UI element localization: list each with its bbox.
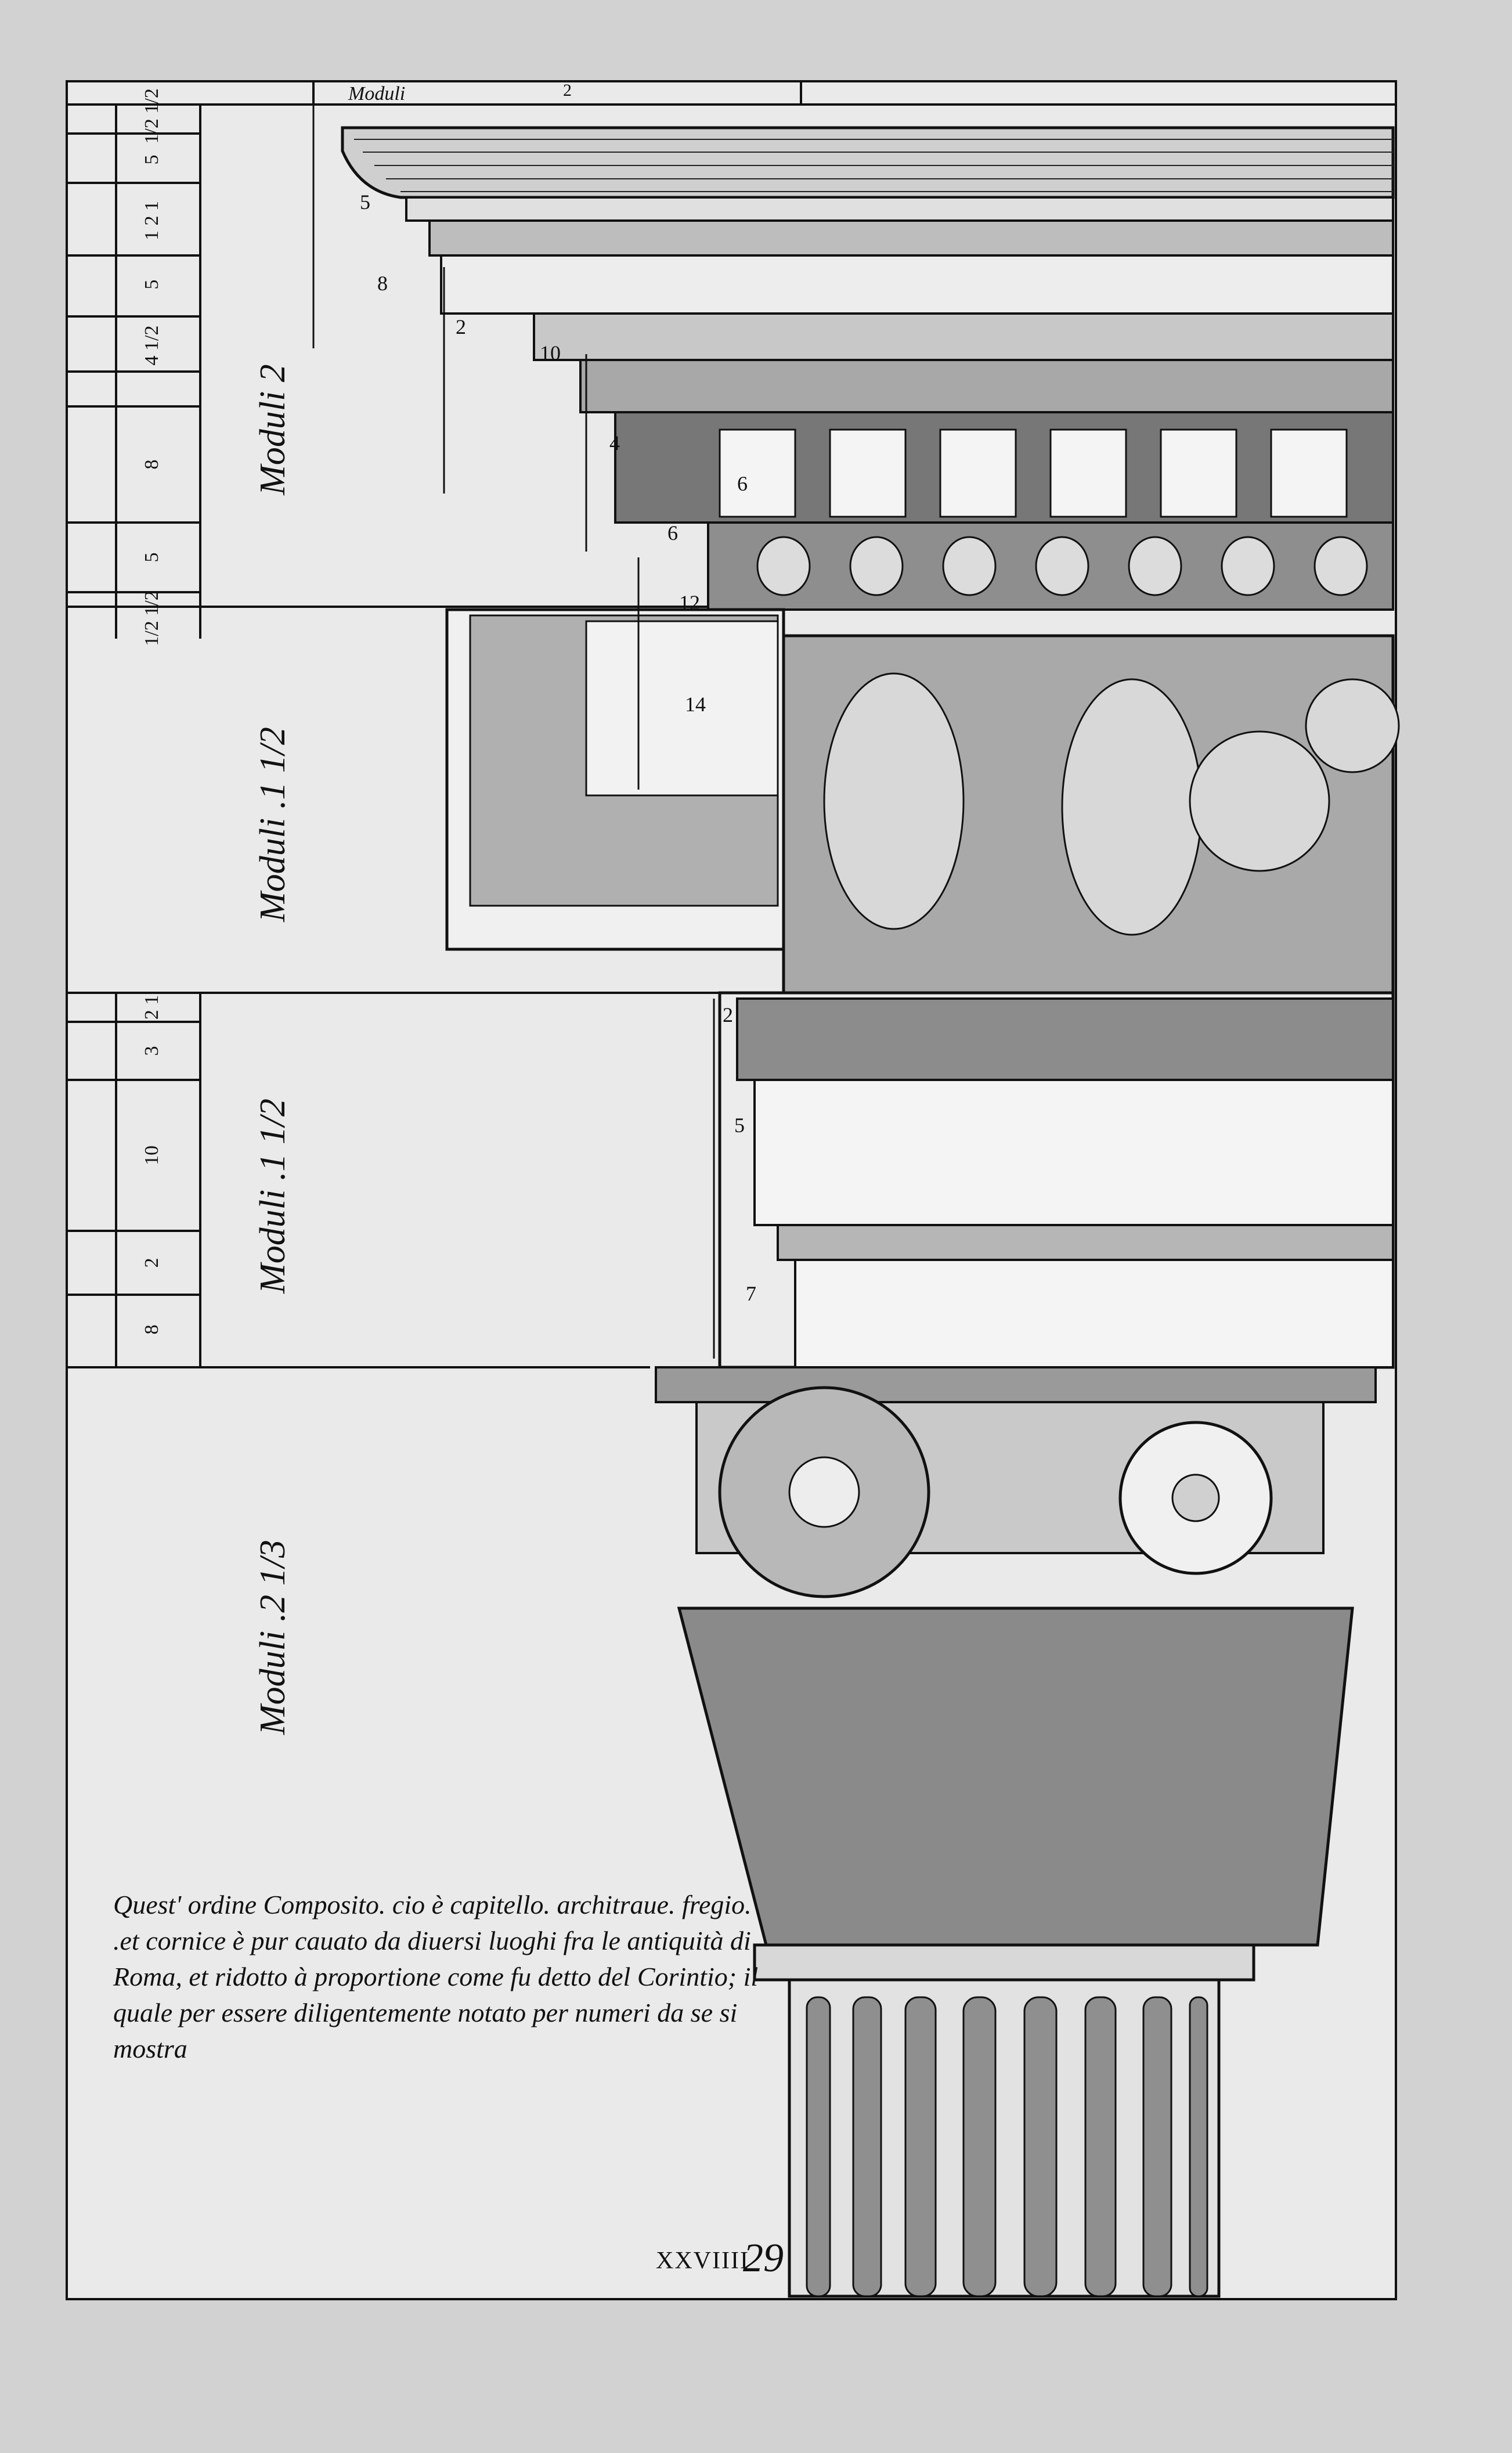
plate-frame xyxy=(66,80,1397,2300)
measure-label-11: 7 xyxy=(746,1282,756,1305)
measure-label-5: 6 xyxy=(737,472,748,495)
scale-cornice-3: 5 xyxy=(141,280,163,290)
capital xyxy=(655,1366,1377,1982)
measure-label-9: 2 xyxy=(723,1003,733,1026)
side-label-capital: Moduli .2 1/3 xyxy=(253,1540,293,1735)
measure-label-4: 4 xyxy=(609,431,620,455)
measure-label-2: 2 xyxy=(456,315,466,338)
cornice xyxy=(341,126,1395,611)
cornice-ornament-band xyxy=(428,219,1394,257)
side-label-frieze: Moduli .1 1/2 xyxy=(253,727,293,923)
scale-cornice-1: 5 xyxy=(141,155,163,165)
scale-architrave-3: 2 xyxy=(141,1258,163,1268)
scale-cornice-0: 1/2 1/2 xyxy=(141,88,163,143)
header-number: 2 xyxy=(563,81,572,100)
side-label-architrave: Moduli .1 1/2 xyxy=(253,1098,293,1294)
scale-architrave-2: 10 xyxy=(141,1146,163,1165)
plate-number: XXVIIII xyxy=(656,2247,749,2274)
caption-line: Roma, et ridotto à proportione come fu d… xyxy=(113,1962,759,1991)
measure-label-10: 5 xyxy=(734,1114,745,1137)
measure-label-7: 12 xyxy=(679,591,700,614)
measure-label-6: 6 xyxy=(667,521,678,545)
scale-architrave-1: 3 xyxy=(141,1046,163,1056)
soffit-profile xyxy=(445,608,806,951)
measure-label-1: 8 xyxy=(377,272,388,295)
leaf-molding xyxy=(579,359,1394,413)
scale-architrave-4: 8 xyxy=(141,1325,163,1335)
side-label-cornice: Moduli 2 xyxy=(253,364,293,496)
caption-line: Quest' ordine Composito. cio è capitello… xyxy=(113,1890,752,1919)
acanthus-leaves xyxy=(677,1606,1354,1947)
header-label: Moduli xyxy=(348,83,405,105)
caption-text: Quest' ordine Composito. cio è capitello… xyxy=(113,1887,759,2067)
scale-cornice-7: 1/2 1/2 xyxy=(141,590,163,646)
measure-label-8: 14 xyxy=(685,693,706,716)
astragal xyxy=(753,1943,1255,1982)
frieze xyxy=(782,634,1400,995)
scale-cornice-2: 1 2 1 xyxy=(141,201,163,240)
caption-line: .et cornice è pur cauato da diuersi luog… xyxy=(113,1926,751,1955)
measure-label-3: 10 xyxy=(540,341,561,365)
column-shaft xyxy=(788,1978,1221,2298)
measure-label-0: 5 xyxy=(360,190,370,214)
scale-cornice-6: 5 xyxy=(141,553,163,563)
scale-cornice-4: 4 1/2 xyxy=(141,326,163,366)
scale-architrave-0: 2 1 xyxy=(141,995,163,1020)
scale-cornice-5: 8 xyxy=(141,460,163,470)
architrave xyxy=(718,991,1395,1369)
caption-line: mostra xyxy=(113,2034,187,2063)
page-number: 29 xyxy=(743,2236,784,2281)
caption-line: quale per essere diligentemente notato p… xyxy=(113,1998,738,2027)
